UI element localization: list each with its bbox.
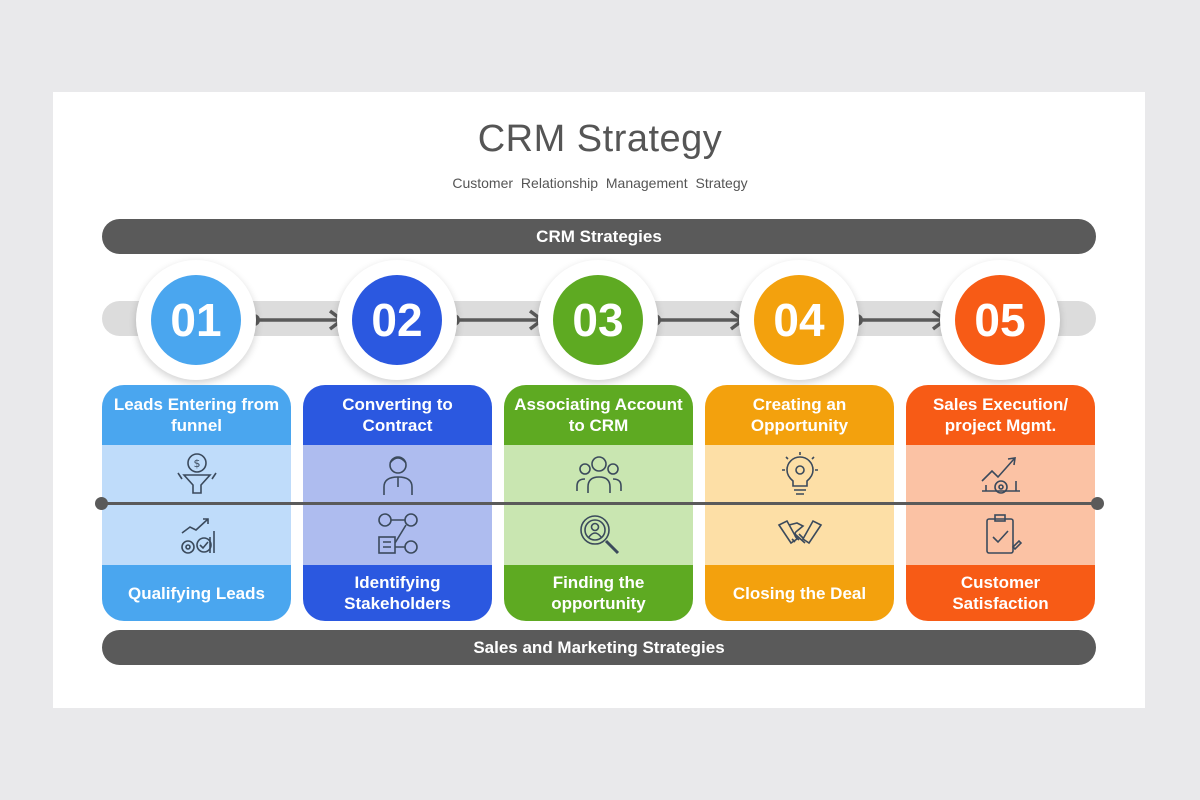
step-card-5: Sales Execution/ project Mgmt. Customer … — [906, 385, 1095, 621]
step-footer-1: Qualifying Leads — [102, 565, 291, 621]
bottom-bar: Sales and Marketing Strategies — [102, 630, 1096, 665]
connector-arrow-3 — [649, 309, 746, 331]
step-footer-4: Closing the Deal — [705, 565, 894, 621]
step-footer-5: Customer Satisfaction — [906, 565, 1095, 621]
step-header-5: Sales Execution/ project Mgmt. — [906, 385, 1095, 445]
step-card-1: Leads Entering from funnel $ Qualifying … — [102, 385, 291, 621]
top-bar: CRM Strategies — [102, 219, 1096, 254]
step-header-4: Creating an Opportunity — [705, 385, 894, 445]
step-circle-4: 04 — [739, 260, 859, 380]
step-body-5 — [906, 445, 1095, 565]
step-header-2: Converting to Contract — [303, 385, 492, 445]
step-card-2: Converting to Contract Identifying Stake… — [303, 385, 492, 621]
step-body-1: $ — [102, 445, 291, 565]
step-card-3: Associating Account to CRM Finding the o… — [504, 385, 693, 621]
checklist-icon — [978, 511, 1024, 557]
step-number-2: 02 — [352, 275, 442, 365]
handshake-icon — [777, 511, 823, 557]
page-subtitle: Customer Relationship Management Strateg… — [452, 175, 748, 191]
step-body-3 — [504, 445, 693, 565]
step-circle-1: 01 — [136, 260, 256, 380]
step-number-1: 01 — [151, 275, 241, 365]
step-number-5: 05 — [955, 275, 1045, 365]
step-footer-2: Identifying Stakeholders — [303, 565, 492, 621]
growth-chart-icon — [978, 451, 1024, 497]
svg-text:$: $ — [194, 457, 201, 470]
step-body-2 — [303, 445, 492, 565]
step-header-1: Leads Entering from funnel — [102, 385, 291, 445]
step-header-3: Associating Account to CRM — [504, 385, 693, 445]
team-icon — [576, 451, 622, 497]
person-icon — [375, 451, 421, 497]
step-body-4 — [705, 445, 894, 565]
step-circle-5: 05 — [940, 260, 1060, 380]
timeline-dot-left — [95, 497, 108, 510]
growth-gears-icon — [174, 511, 220, 557]
step-circle-3: 03 — [538, 260, 658, 380]
step-footer-3: Finding the opportunity — [504, 565, 693, 621]
lightbulb-icon — [777, 451, 823, 497]
timeline-dot-right — [1091, 497, 1104, 510]
money-funnel-icon: $ — [174, 451, 220, 497]
step-card-4: Creating an Opportunity Closing the Deal — [705, 385, 894, 621]
step-number-4: 04 — [754, 275, 844, 365]
timeline-divider — [101, 502, 1097, 505]
step-number-3: 03 — [553, 275, 643, 365]
stakeholder-network-icon — [375, 511, 421, 557]
connector-arrow-2 — [448, 309, 545, 331]
step-circle-2: 02 — [337, 260, 457, 380]
page-title: CRM Strategy — [477, 118, 723, 160]
search-person-icon — [576, 511, 622, 557]
